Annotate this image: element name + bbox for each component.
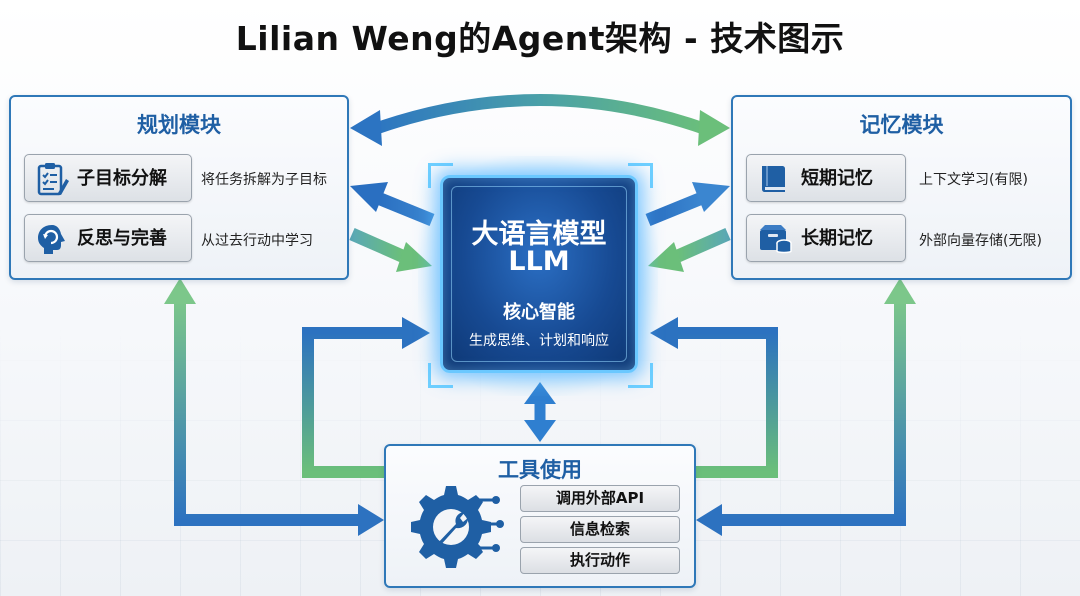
tool-execute-action: 执行动作 (520, 547, 680, 574)
llm-title-en: LLM (508, 246, 570, 277)
tools-title: 工具使用 (498, 458, 582, 482)
arrow-memory-to-llm (648, 228, 731, 272)
reflection-desc: 从过去行动中学习 (201, 233, 313, 249)
diagram-title: Lilian Weng的Agent架构 - 技术图示 (235, 19, 845, 58)
reflection-label: 反思与完善 (77, 228, 167, 249)
arrow-tools-to-llm-left (302, 317, 430, 478)
short-term-memory: 短期记忆 (746, 154, 906, 202)
llm-bracket-tl (428, 163, 453, 188)
database-box-icon (757, 222, 793, 260)
llm-subtitle: 核心智能 (503, 302, 575, 323)
arrow-tools-planning (164, 278, 384, 536)
book-icon (757, 162, 791, 200)
gear-wrench-circuit-icon (408, 480, 508, 574)
llm-core: 大语言模型 LLM 核心智能 生成思维、计划和响应 (440, 175, 638, 373)
arrow-planning-memory (350, 94, 730, 146)
llm-desc: 生成思维、计划和响应 (469, 333, 609, 349)
subgoal-desc: 将任务拆解为子目标 (201, 172, 327, 188)
short-term-label: 短期记忆 (801, 168, 873, 189)
llm-title-cn: 大语言模型 (471, 219, 607, 250)
short-term-desc: 上下文学习(有限) (919, 172, 1028, 188)
arrow-tools-to-llm-right (650, 317, 778, 478)
llm-bracket-br (628, 363, 653, 388)
llm-inner-frame (451, 186, 627, 362)
tool-info-retrieval: 信息检索 (520, 516, 680, 543)
reflection-refinement: 反思与完善 (24, 214, 192, 262)
llm-bracket-bl (428, 363, 453, 388)
llm-bracket-tr (628, 163, 653, 188)
arrow-tools-memory (696, 278, 916, 536)
subgoal-decomposition: 子目标分解 (24, 154, 192, 202)
planning-module: 规划模块 子目标分解 将任务拆解为子目标 反思与完善 (9, 95, 349, 280)
long-term-label: 长期记忆 (801, 228, 873, 249)
clipboard-checklist-icon (34, 161, 70, 201)
subgoal-label: 子目标分解 (77, 168, 167, 189)
memory-module: 记忆模块 短期记忆 上下文学习(有限) 长期记忆 外部向量存储(无限) (731, 95, 1072, 280)
arrow-llm-to-memory (645, 182, 730, 227)
long-term-desc: 外部向量存储(无限) (919, 233, 1042, 249)
memory-title: 记忆模块 (859, 113, 944, 137)
planning-title: 规划模块 (137, 113, 221, 137)
long-term-memory: 长期记忆 (746, 214, 906, 262)
tool-call-api: 调用外部API (520, 485, 680, 512)
brain-refresh-icon (34, 221, 70, 261)
